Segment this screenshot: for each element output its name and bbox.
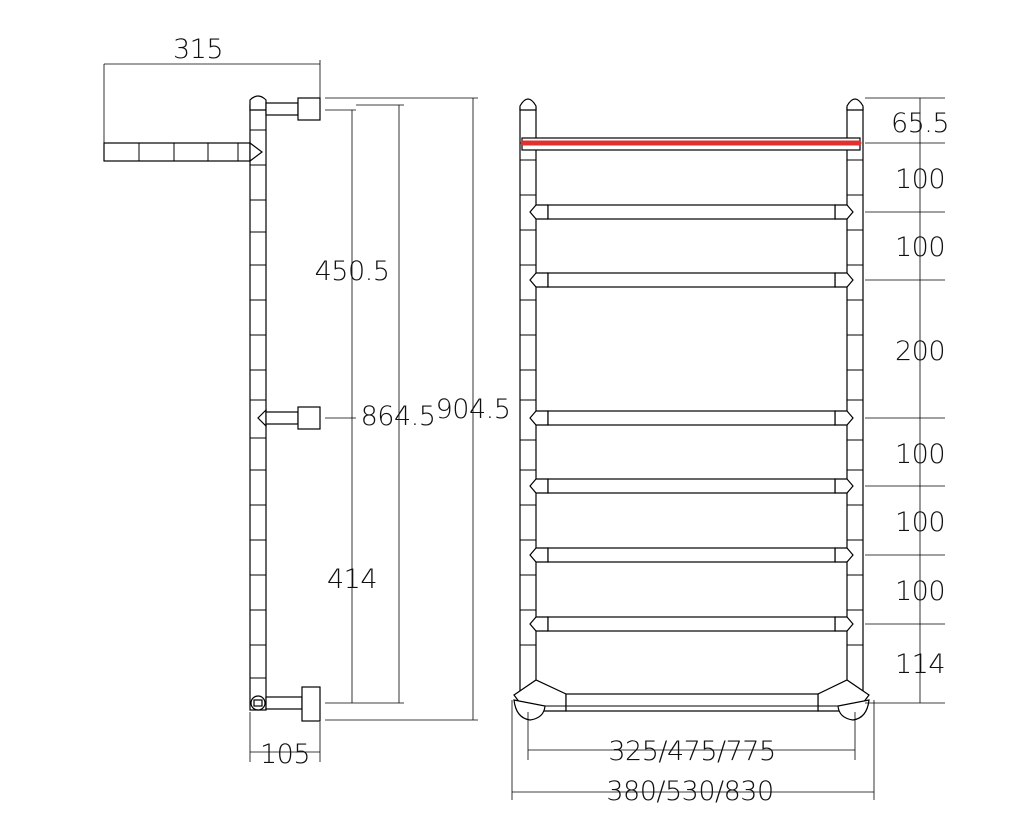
- bar-6: [529, 616, 854, 632]
- side-top-arm: [103, 141, 263, 163]
- front-bars: [529, 204, 854, 632]
- front-spacing-dims: 65.5 100 100 200 100 100 100 114: [865, 97, 950, 704]
- upper-span-label: 450.5: [315, 256, 390, 287]
- mount-span-label: 864.5: [361, 401, 436, 432]
- spacing-label-2: 100: [895, 232, 945, 263]
- dim-upper-span: 450.5: [315, 109, 390, 419]
- front-top-bar: [520, 137, 862, 151]
- total-height-label: 904.5: [436, 394, 511, 425]
- side-middle-bracket: [257, 406, 321, 430]
- dim-lower-span: 414: [325, 418, 378, 704]
- outer-width-label: 380/530/830: [606, 776, 773, 807]
- spacing-label-6: 100: [895, 576, 945, 607]
- dim-depth: 315: [103, 34, 321, 143]
- spacing-label-7: 114: [895, 649, 945, 680]
- wall-offset-label: 105: [260, 739, 310, 770]
- spacing-label-3: 200: [895, 336, 945, 367]
- inner-width-label: 325/475/775: [608, 736, 775, 767]
- dim-outer-width: 380/530/830: [511, 700, 875, 807]
- side-bottom-bracket: [250, 686, 321, 722]
- bar-3: [529, 410, 854, 426]
- dim-mount-span: 864.5: [356, 104, 436, 704]
- front-view: 65.5 100 100 200 100 100 100 114 325/475…: [511, 97, 950, 807]
- front-bottom-bar: [513, 679, 870, 721]
- spacing-label-4: 100: [895, 439, 945, 470]
- dim-total-height: 904.5: [325, 97, 511, 721]
- side-top-bracket: [265, 97, 321, 121]
- bar-4: [529, 478, 854, 494]
- dim-wall-offset: 105: [249, 712, 321, 770]
- lower-span-label: 414: [327, 564, 377, 595]
- side-rail: [249, 95, 267, 711]
- side-view: 315 450.5 414 864.5 904.5: [103, 34, 511, 770]
- top-gap-label: 65.5: [891, 108, 949, 139]
- bar-1: [529, 204, 854, 220]
- bar-5: [529, 547, 854, 563]
- spacing-label-5: 100: [895, 507, 945, 538]
- front-left-rail: [519, 98, 537, 694]
- dim-inner-width: 325/475/775: [527, 712, 856, 767]
- bar-2: [529, 272, 854, 288]
- spacing-label-1: 100: [895, 164, 945, 195]
- front-right-rail: [846, 98, 864, 694]
- depth-label: 315: [173, 34, 223, 65]
